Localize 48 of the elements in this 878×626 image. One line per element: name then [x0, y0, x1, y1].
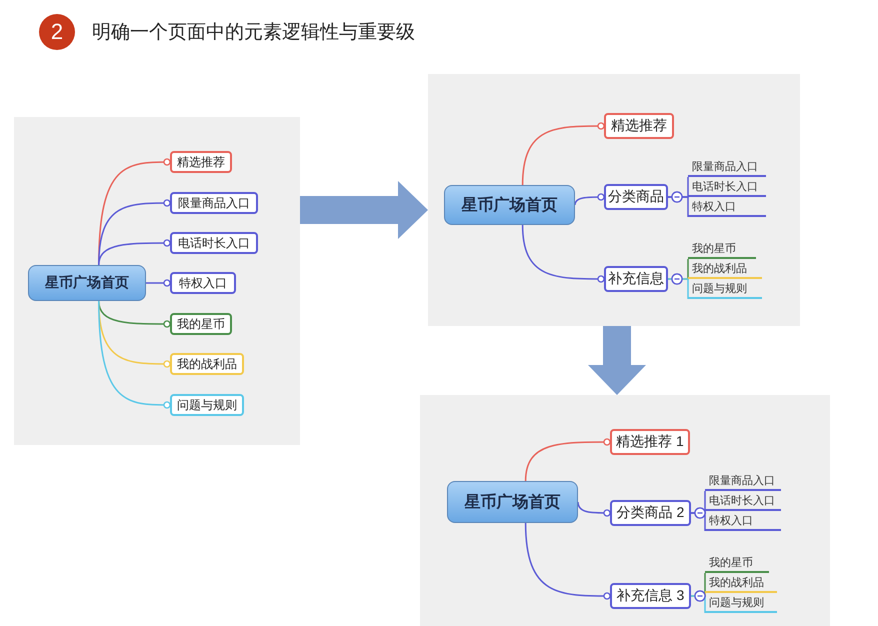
branch-line — [691, 590, 706, 613]
root-topic-box: 星币广场首页 — [28, 265, 146, 301]
topic-box: 补充信息 — [604, 266, 668, 292]
block-arrow — [588, 326, 646, 395]
subtopic-text: 限量商品入口 — [688, 158, 766, 177]
branch-line — [98, 300, 171, 409]
topic-box: 限量商品入口 — [170, 192, 258, 214]
branch-line — [524, 438, 611, 482]
topic-box: 我的星币 — [170, 313, 232, 335]
branch-line — [691, 507, 706, 531]
subtopic-text: 我的星币 — [705, 554, 769, 573]
topic-box: 精选推荐 — [170, 151, 232, 173]
mindmap-panel — [428, 74, 800, 326]
block-arrow — [300, 181, 428, 239]
subtopic-text: 我的战利品 — [688, 260, 762, 279]
root-topic-box: 星币广场首页 — [444, 185, 575, 225]
topic-box: 分类商品 2 — [610, 500, 691, 526]
branch-line — [522, 122, 605, 186]
subtopic-text: 限量商品入口 — [705, 472, 781, 491]
subtopic-text: 问题与规则 — [705, 594, 777, 613]
branch-line — [522, 224, 605, 283]
mindmap-panel — [420, 395, 830, 626]
subtopic-text: 问题与规则 — [688, 280, 762, 299]
topic-box: 补充信息 3 — [610, 583, 691, 609]
root-topic-box: 星币广场首页 — [447, 481, 578, 523]
topic-box: 问题与规则 — [170, 394, 244, 416]
topic-box: 特权入口 — [170, 272, 236, 294]
branch-line — [146, 279, 171, 287]
branch-line — [98, 239, 171, 266]
topic-box: 电话时长入口 — [170, 232, 258, 254]
topic-box: 精选推荐 1 — [610, 429, 690, 455]
number-badge: 2 — [39, 14, 75, 50]
branch-line — [524, 522, 611, 600]
subtopic-text: 我的战利品 — [705, 574, 777, 593]
branch-line — [577, 502, 611, 517]
subtopic-text: 我的星币 — [688, 240, 756, 259]
subtopic-text: 电话时长入口 — [688, 178, 766, 197]
subtopic-text: 特权入口 — [688, 198, 766, 217]
branch-line — [668, 191, 689, 217]
topic-box: 我的战利品 — [170, 353, 244, 375]
mindmap-panel — [14, 117, 300, 445]
subtopic-text: 特权入口 — [705, 512, 781, 531]
title: 明确一个页面中的元素逻辑性与重要级 — [92, 21, 415, 45]
topic-box: 精选推荐 — [604, 113, 674, 139]
branch-line — [98, 300, 171, 328]
branch-line — [668, 273, 689, 299]
topic-box: 分类商品 — [604, 184, 668, 210]
subtopic-text: 电话时长入口 — [705, 492, 781, 511]
